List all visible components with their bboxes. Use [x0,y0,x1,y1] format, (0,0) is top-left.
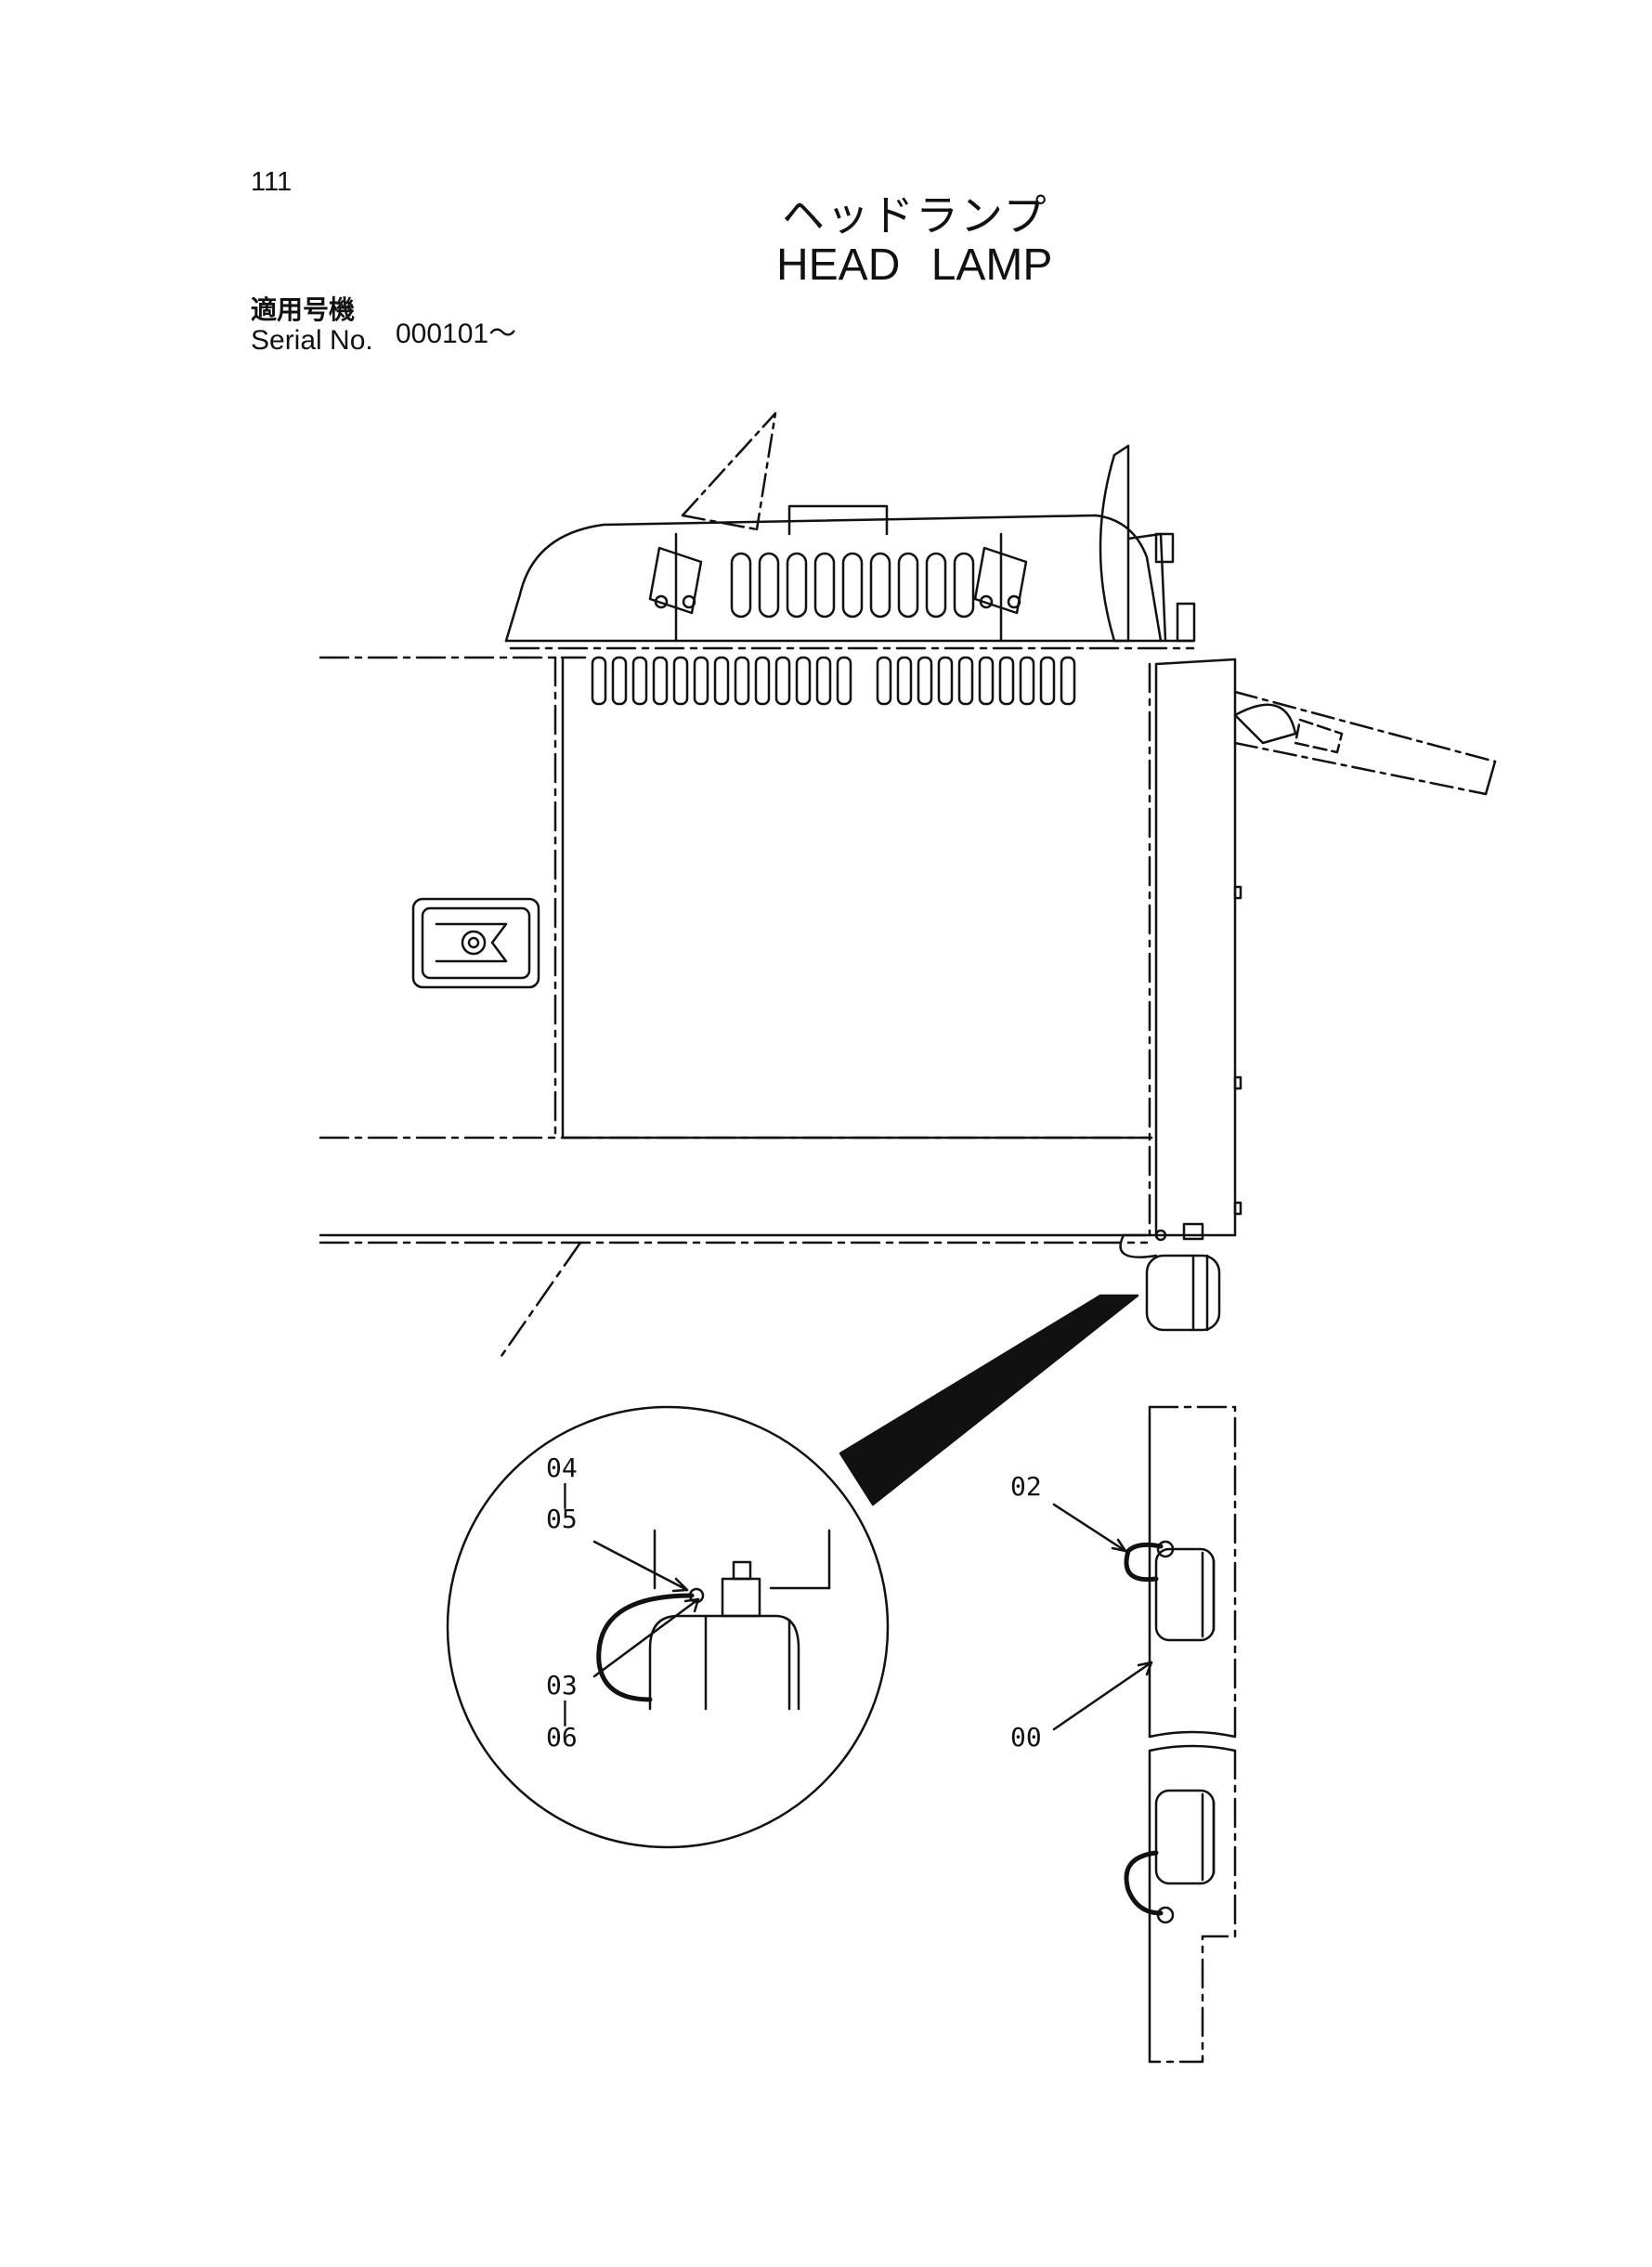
detail-circle [446,1405,890,1849]
lower-phantom [500,1241,582,1358]
callout-00: 00 [1010,1722,1042,1752]
door-handle-outer [411,897,540,989]
boom-phantom-1 [1233,690,1497,763]
page-number: 111 [251,167,293,197]
pillar-tab-2 [1233,1075,1242,1090]
pillar-tab-1 [1233,885,1242,900]
detail-zoom [446,1294,1139,1849]
page-title-japanese: ヘッドランプ [782,190,1048,241]
door-handle-grip [435,922,508,963]
leader-02 [1052,1503,1127,1553]
leader-03-06-arrow [683,1597,700,1613]
leader-00 [1052,1661,1153,1731]
leader-04-05 [592,1540,689,1592]
door-handle-inner [421,906,531,980]
door-lock-core [467,936,480,949]
door-lock-icon [461,930,487,956]
boom-slot [1294,718,1344,754]
detail-lamp-body [648,1614,800,1711]
zoom-pointer [839,1294,1139,1506]
side-louvers-right [876,656,1076,706]
side-view-lower-right [1148,1749,1237,2064]
side-view-break-1 [1148,1730,1237,1739]
callout-range-dash: | [557,1479,573,1509]
cover-latch-right [973,532,1028,643]
detail-wire [596,1593,695,1702]
serial-label-japanese: 適用号機 [251,294,356,325]
mirror-clamp-1 [1154,532,1175,564]
page-title: HEAD LAMP [776,241,1053,290]
callout-04: 04 [546,1453,578,1483]
pillar-top [1154,658,1237,666]
callout-03: 03 [546,1670,578,1700]
serial-value: 000101～ [396,319,517,349]
mirror-stay [1126,532,1167,643]
mirror-clamp-2 [1176,602,1196,643]
open-hood-phantom [681,411,777,531]
callout-labels: 04 | 05 03 | 06 02 00 [546,1453,1042,1752]
detail-nut [721,1577,761,1618]
callout-05: 05 [546,1504,578,1534]
cover-latch-left [648,532,703,643]
boom-pin-bracket [1233,703,1297,745]
serial-label: Serial No. [251,325,373,356]
leader-02-arrow [1111,1538,1127,1553]
callout-range-dash: | [557,1696,573,1726]
side-view-plate-top [1148,1405,1237,1739]
boom-end [1484,760,1497,796]
leader-00-arrow [1137,1661,1153,1676]
cover-handle [787,504,889,536]
callout-02: 02 [1010,1471,1042,1502]
pillar-tab-3 [1233,1201,1242,1216]
machine-body [319,411,1497,1358]
side-view [1052,1405,1237,2064]
side-louvers-left [591,656,852,706]
cover-louvers [730,552,975,619]
leader-04-05-arrow [671,1577,689,1593]
side-lamp-upper [1124,1540,1216,1642]
side-mirror [1099,444,1130,643]
detail-bolt [732,1560,752,1581]
side-lamp-lower [1124,1789,1216,1924]
head-lamp-main [1119,1222,1221,1332]
callout-06: 06 [546,1722,578,1752]
boom-phantom-2 [1233,741,1488,796]
leader-03-06 [592,1597,700,1678]
side-view-break-2 [1148,1744,1237,1752]
